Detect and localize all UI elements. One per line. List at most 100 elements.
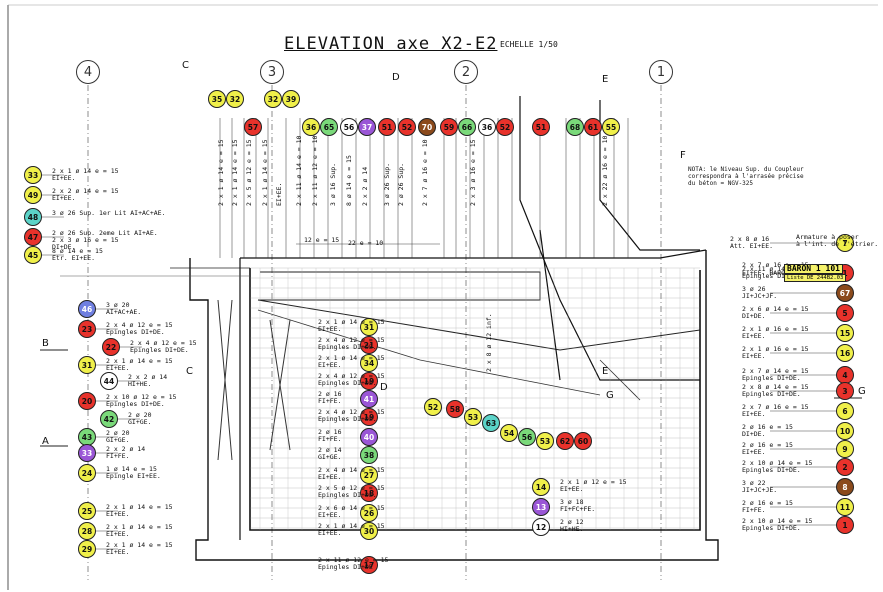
rebar-vertical-label: 2 x 11 ø 14 e = 10 [295, 135, 303, 206]
rebar-spec-right: 2 x 8 ø 16 [730, 235, 770, 243]
baron-box-ref: Liste DE 244B2.03 [784, 274, 847, 282]
bar-mark-top: 51 [378, 118, 396, 136]
rebar-spec-mid: 2 x 4 ø 12 e = 15 [318, 336, 385, 344]
rebar-spec-left: 2 x 4 ø 12 e = 15 [130, 339, 197, 347]
rebar-spec-right: 2 ø 16 e = 15 [742, 423, 793, 431]
section-mark: B [42, 338, 49, 349]
rebar-spec-mid: 2 x 5 ø 12 e = 15 [318, 484, 385, 492]
bar-mark-right: 2 [836, 458, 854, 476]
bar-mark-mid: 30 [360, 522, 378, 540]
rebar-vertical-label: 2 x 1 ø 14 e = 15 [261, 139, 269, 206]
rebar-spec-mid: 2 ø 14 [318, 446, 342, 454]
rebar-spec-right: Epingles DI+DE. [742, 272, 801, 280]
bar-mark-top: 55 [602, 118, 620, 136]
rebar-vertical-label: 2 x 22 ø 16 e = 10 [601, 135, 609, 206]
rebar-spec-bottom: EI+EE. [560, 485, 584, 493]
rebar-spec-mid: 2 x 1 ø 14 e = 15 [318, 318, 385, 326]
strut-line [539, 229, 561, 381]
rebar-spec-left: Epingles DI+DE. [130, 346, 189, 354]
baron-box-title: BARON 1 101 [784, 264, 843, 274]
rebar-spec-left: 2 x 1 ø 14 e = 15 [52, 167, 119, 175]
rebar-spec-left: Etr. EI+EE. [52, 254, 96, 262]
bar-mark-mid: 40 [360, 428, 378, 446]
rebar-spec-right: 2 x 1 ø 16 e = 15 [742, 325, 809, 333]
rebar-spec-right: EI+EE. [742, 332, 766, 340]
bar-mark-left: 25 [78, 502, 96, 520]
rebar-spec-left: 2 x 4 ø 12 e = 15 [106, 321, 173, 329]
rebar-spec-mid: GI+GE. [318, 453, 342, 461]
rebar-spec-right: 2 x 7 ø 16 e = 15 [742, 261, 809, 269]
bar-mark-bottom: 12 [532, 518, 550, 536]
rebar-vertical-label: 3 ø 16 Sup. [329, 162, 337, 206]
bar-mark-top: 66 [458, 118, 476, 136]
rebar-spec-mid: EI+EE. [318, 361, 342, 369]
rebar-spec-left: EI+EE. [52, 174, 76, 182]
rebar-spec-bottom: FI+FC+FE. [560, 505, 596, 513]
rebar-spec-left: EI+EE. [106, 510, 130, 518]
rebar-spec-mid: Epingles DI+DE. [318, 491, 377, 499]
bar-mark-bottom: 13 [532, 498, 550, 516]
section-mark: C [186, 366, 193, 377]
bar-mark-right: 8 [836, 478, 854, 496]
bar-mark-left: 45 [24, 246, 42, 264]
bar-mark-top: 35 [208, 90, 226, 108]
bar-mark-top: 57 [244, 118, 262, 136]
bar-mark-top: 59 [440, 118, 458, 136]
bar-mark-left: 20 [78, 392, 96, 410]
rebar-spec-left: EI+EE. [106, 530, 130, 538]
rebar-spec-mid: 2 x 1 ø 14 e = 15 [318, 354, 385, 362]
bar-mark-right: 16 [836, 344, 854, 362]
rebar-spec-bottom: 2 ø 12 [560, 518, 584, 526]
rebar-spec-right: JI+JC+JE. [742, 486, 778, 494]
bar-mark-mid: 27 [360, 466, 378, 484]
section-mark: E [602, 74, 609, 85]
rebar-vertical-label: 2 x 11 ø 12 e = 10 [311, 135, 319, 206]
dimension-label: 12 e = 15 [304, 236, 340, 244]
bar-mark-left: 47 [24, 228, 42, 246]
rebar-spec-left: Epingles DI+DE. [106, 400, 165, 408]
rebar-spec-mid: Epingles DI+DE. [318, 379, 377, 387]
rebar-spec-mid: EI+EE. [318, 325, 342, 333]
rebar-spec-mid: EI+EE. [318, 529, 342, 537]
bar-mark-center: 58 [446, 400, 464, 418]
rebar-spec-mid: 2 ø 16 [318, 390, 342, 398]
bar-mark-left: 33 [24, 166, 42, 184]
rebar-vertical-label: 2 x 5 ø 12 e = 15 [245, 139, 253, 206]
bar-mark-right: 7 [836, 234, 854, 252]
bar-mark-top: 56 [340, 118, 358, 136]
bar-mark-left: 44 [100, 372, 118, 390]
wall-outline [189, 250, 719, 561]
rebar-vertical-label: 3 ø 26 Sup. [383, 162, 391, 206]
rebar-spec-mid: Epingles DI+DE [318, 563, 373, 571]
bar-mark-right: 3 [836, 382, 854, 400]
bar-mark-top: 51 [532, 118, 550, 136]
rebar-cage-outline [249, 268, 701, 531]
bar-mark-center: 62 [556, 432, 574, 450]
rebar-spec-left: 2 ø 20 [128, 411, 152, 419]
bar-mark-center: 52 [424, 398, 442, 416]
sloped-rebar [257, 299, 701, 351]
rebar-spec-bottom: 3 ø 18 [560, 498, 584, 506]
rebar-vertical-label: 2 x 7 ø 16 e = 10 [421, 139, 429, 206]
bar-mark-top: 68 [566, 118, 584, 136]
bar-mark-mid: 31 [360, 318, 378, 336]
rebar-spec-right: 2 x 11 ø 14 e = 15 [742, 265, 813, 273]
rebar-spec-bottom: HI+HE. [560, 525, 584, 533]
bar-mark-mid: 17 [360, 556, 378, 574]
note-line: correspondra à l'arrasée précise [688, 173, 804, 180]
rebar-spec-mid: 2 x 1 ø 14 e = 15 [318, 522, 385, 530]
rebar-note: Armature à poser [796, 233, 859, 241]
section-mark: A [42, 436, 49, 447]
bar-mark-left: 42 [100, 410, 118, 428]
section-mark: F [680, 150, 686, 161]
rebar-spec-right: EI+EE. BARON [742, 269, 789, 277]
section-mark: G [606, 390, 614, 401]
rebar-spec-left: 2 x 10 ø 12 e = 15 [106, 393, 177, 401]
rebar-spec-right: 2 x 10 ø 14 e = 15 [742, 459, 813, 467]
bar-mark-center: 63 [482, 414, 500, 432]
bar-mark-center: 60 [574, 432, 592, 450]
bar-mark-right: 5 [836, 304, 854, 322]
bar-mark-bottom: 14 [532, 478, 550, 496]
section-mark: D [380, 382, 388, 393]
grid-axis-marker: 1 [649, 60, 673, 84]
